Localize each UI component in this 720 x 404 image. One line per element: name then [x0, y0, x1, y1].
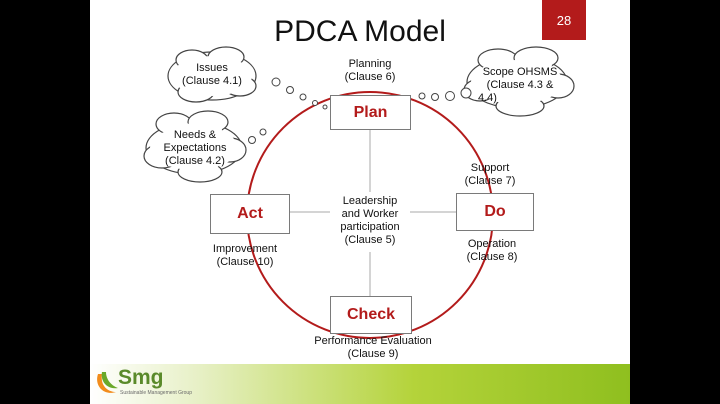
slide: 28 PDCA Model Issues (Clause 4.1) Needs … [90, 0, 630, 404]
act-box: Act [210, 194, 290, 234]
thought-bubbles-scope [418, 87, 472, 101]
cloud-needs-text: Needs & Expectations (Clause 4.2) [150, 129, 240, 168]
planning-line-2: (Clause 6) [344, 71, 396, 83]
operation-line-1: Operation [467, 238, 517, 250]
cloud-scope-line-1: Scope OHSMS [482, 66, 558, 78]
cloud-issues [167, 46, 257, 103]
cloud-scope [463, 46, 575, 117]
cloud-issues-line-1: Issues [196, 62, 228, 74]
cloud-needs-line-1: Needs & [173, 129, 217, 141]
cloud-scope-text: Scope OHSMS (Clause 4.3 & 4.4) [470, 66, 570, 105]
performance-line-2: (Clause 9) [347, 348, 399, 360]
operation-label: Operation (Clause 8) [452, 238, 532, 264]
logo-name: Smg [118, 366, 164, 389]
thought-bubbles-issues [271, 77, 328, 110]
improvement-line-2: (Clause 10) [216, 256, 274, 268]
planning-label: Planning (Clause 6) [320, 58, 420, 84]
cloud-needs-line-2: Expectations [163, 142, 227, 154]
center-line-4: (Clause 5) [344, 234, 396, 246]
cloud-needs-line-3: (Clause 4.2) [165, 155, 225, 167]
footer-bar: Smg Sustainable Management Group [90, 364, 630, 404]
improvement-line-1: Improvement [212, 243, 278, 255]
performance-line-1: Performance Evaluation [314, 335, 432, 347]
center-line-2: and Worker [341, 208, 399, 220]
diagram-graphics [143, 46, 575, 339]
cloud-scope-line-2: (Clause 4.3 & [486, 79, 554, 91]
improvement-label: Improvement (Clause 10) [198, 243, 292, 269]
center-line-1: Leadership [342, 195, 398, 207]
check-box: Check [330, 296, 412, 334]
do-box: Do [456, 193, 534, 231]
cloud-issues-line-2: (Clause 4.1) [182, 75, 242, 87]
page-number: 28 [542, 0, 586, 40]
performance-label: Performance Evaluation (Clause 9) [290, 335, 456, 361]
cloud-needs [143, 110, 247, 183]
center-label: Leadership and Worker participation (Cla… [320, 195, 420, 247]
center-line-3: participation [340, 221, 400, 233]
support-label: Support (Clause 7) [450, 162, 530, 188]
slide-title: PDCA Model [274, 15, 446, 48]
cloud-scope-line-3: 4.4) [478, 92, 497, 104]
cloud-issues-text: Issues (Clause 4.1) [172, 62, 252, 88]
swoosh-icon [97, 372, 118, 393]
logo-tagline: Sustainable Management Group [120, 390, 192, 396]
thought-bubbles-needs [248, 128, 267, 144]
operation-line-2: (Clause 8) [466, 251, 518, 263]
support-line-1: Support [470, 162, 510, 174]
plan-box: Plan [330, 95, 411, 130]
support-line-2: (Clause 7) [464, 175, 516, 187]
planning-line-1: Planning [348, 58, 392, 70]
